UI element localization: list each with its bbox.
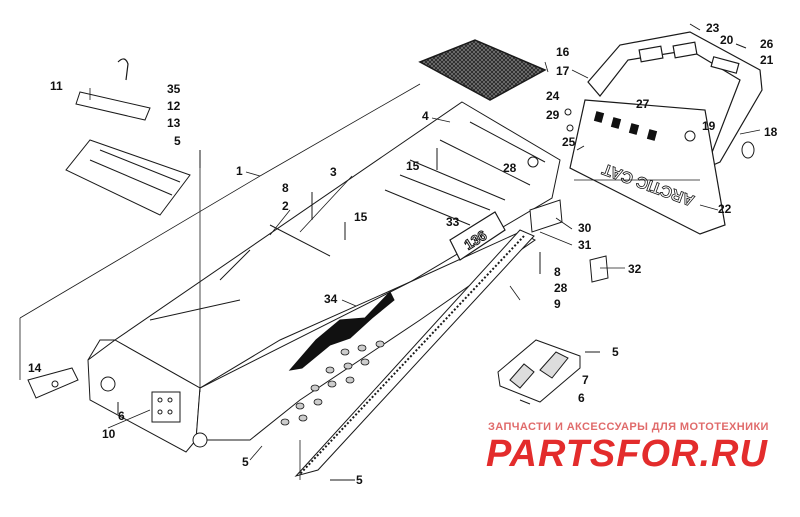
- footrest-bracket: [497, 339, 581, 403]
- callout-34: 34: [324, 292, 338, 306]
- callout-5-b: 5: [242, 455, 249, 469]
- callout-33: 33: [446, 215, 460, 229]
- callout-23: 23: [706, 21, 720, 35]
- callout-28-b: 28: [554, 281, 568, 295]
- callout-8-a: 8: [282, 181, 289, 195]
- callout-19: 19: [702, 119, 716, 133]
- tail-light-plate: [151, 391, 181, 423]
- leader-lines: [19, 61, 761, 480]
- rivet-25: [576, 145, 585, 151]
- watermark-brand: PARTSFOR.RU: [486, 433, 768, 475]
- callout-11: 11: [50, 79, 63, 93]
- heat-exchanger-bracket: [75, 91, 151, 121]
- watermark-tagline: ЗАПЧАСТИ И АКСЕССУАРЫ ДЛЯ МОТОТЕХНИКИ: [488, 421, 769, 433]
- callout-6-a: 6: [118, 409, 125, 423]
- callout-17: 17: [556, 64, 570, 78]
- callout-26: 26: [760, 37, 774, 51]
- callout-10: 10: [102, 427, 116, 441]
- grommet-28-top: [527, 156, 539, 168]
- bolt-23: [689, 23, 701, 31]
- callout-3: 3: [330, 165, 337, 179]
- rear-flap-left: [27, 367, 79, 399]
- bolt-26: [735, 43, 747, 49]
- callout-5-c: 5: [356, 473, 363, 487]
- callout-8-b: 8: [554, 265, 561, 279]
- grommet-19: [684, 130, 696, 142]
- tunnel-assembly: [87, 101, 561, 453]
- callout-27: 27: [636, 97, 650, 111]
- callout-18: 18: [764, 125, 778, 139]
- callout-13: 13: [167, 116, 181, 130]
- callout-labels: 1 2 3 4 5 5 5 5 5 6 6 7 8 8 9 10 11 12 1…: [28, 21, 778, 487]
- callout-9: 9: [554, 297, 561, 311]
- callout-21: 21: [760, 53, 774, 67]
- callout-29: 29: [546, 108, 560, 122]
- light-18: [741, 141, 755, 159]
- heat-exchanger-cover: [65, 91, 191, 216]
- callout-5-d: 5: [612, 345, 619, 359]
- callout-28-a: 28: [503, 161, 517, 175]
- nut-29: [566, 124, 574, 132]
- callout-32: 32: [628, 262, 642, 276]
- bolt-6-right: [519, 399, 531, 405]
- tunnel-right-side: [195, 231, 536, 441]
- callout-24: 24: [546, 89, 560, 103]
- callout-20: 20: [720, 33, 734, 47]
- callout-4: 4: [422, 109, 429, 123]
- callout-1: 1: [236, 164, 243, 178]
- decal-32: [589, 255, 609, 283]
- callout-30: 30: [578, 221, 592, 235]
- tunnel-rear-bend: [87, 339, 115, 361]
- clip-35: [117, 58, 129, 81]
- callout-7: 7: [582, 373, 589, 387]
- callout-2: 2: [282, 199, 289, 213]
- callout-12: 12: [167, 99, 181, 113]
- callout-25: 25: [562, 135, 576, 149]
- callout-15-a: 15: [406, 159, 420, 173]
- tunnel-vent-holes: [280, 340, 385, 426]
- callout-15-b: 15: [354, 210, 368, 224]
- nut-24: [564, 108, 572, 116]
- callout-35: 35: [167, 82, 181, 96]
- callout-5-a: 5: [174, 134, 181, 148]
- callout-22: 22: [718, 202, 732, 216]
- slide-rail: [294, 229, 535, 477]
- callout-31: 31: [578, 238, 592, 252]
- callout-14: 14: [28, 361, 42, 375]
- callout-16: 16: [556, 45, 570, 59]
- cutaway-torn-section: [288, 291, 395, 371]
- seat-pad-mesh: [418, 39, 547, 101]
- callout-6-b: 6: [578, 391, 585, 405]
- hardware-parts: [117, 23, 755, 481]
